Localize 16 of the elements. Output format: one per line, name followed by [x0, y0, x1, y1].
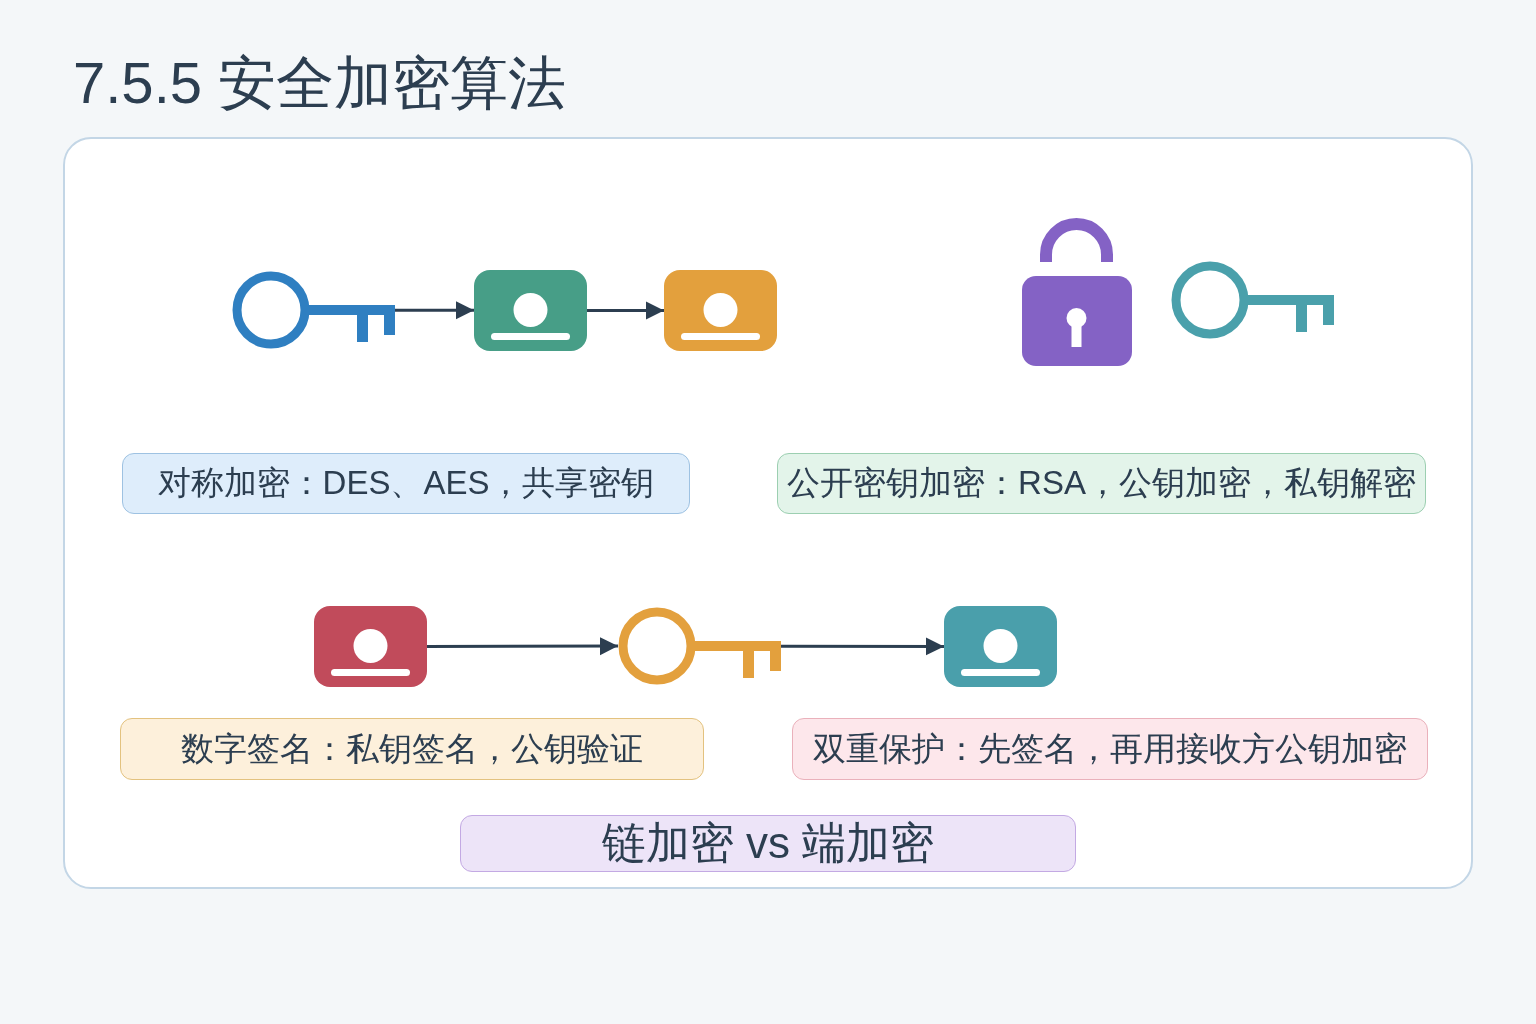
arrow	[395, 301, 474, 320]
info-box: 链加密 vs 端加密	[460, 815, 1076, 872]
card-icon	[314, 606, 427, 687]
key-icon	[618, 607, 781, 685]
info-box: 公开密钥加密：RSA，公钥加密，私钥解密	[777, 453, 1426, 514]
info-box: 数字签名：私钥签名，公钥验证	[120, 718, 704, 780]
info-box: 对称加密：DES、AES，共享密钥	[122, 453, 690, 514]
arrow	[781, 637, 944, 656]
info-box: 双重保护：先签名，再用接收方公钥加密	[792, 718, 1428, 780]
arrow	[587, 301, 664, 320]
key-icon	[232, 271, 395, 349]
card-icon	[664, 270, 777, 351]
arrow	[427, 637, 618, 656]
card-icon	[474, 270, 587, 351]
card-icon	[944, 606, 1057, 687]
title: 7.5.5 安全加密算法	[73, 54, 567, 112]
